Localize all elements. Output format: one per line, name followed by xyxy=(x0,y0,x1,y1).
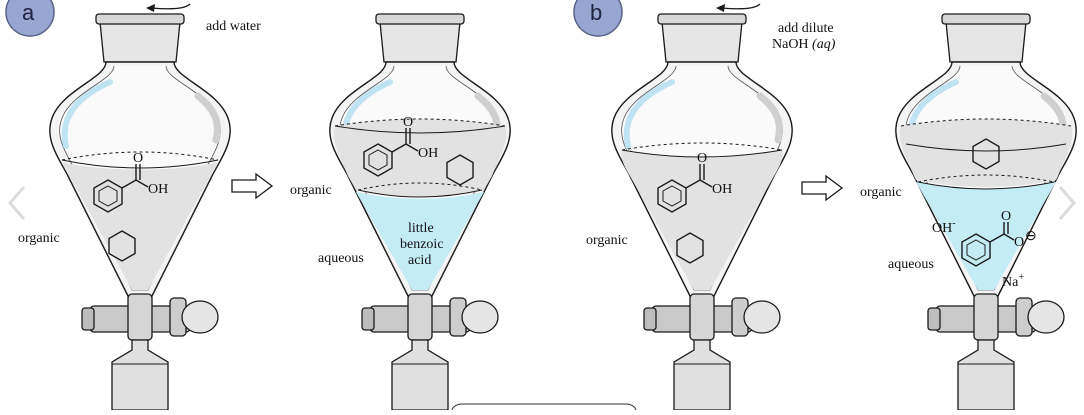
benzoic-acid-structure: O OH xyxy=(363,115,438,177)
sodium-ion: Na+ xyxy=(1002,272,1024,290)
process-arrow-a xyxy=(231,172,274,200)
organic-label-a1: organic xyxy=(18,231,60,246)
organic-layer xyxy=(621,150,783,290)
aqueous-layer xyxy=(356,192,484,290)
svg-text:O: O xyxy=(1001,209,1011,224)
aqueous-text-line3: acid xyxy=(408,253,431,268)
organic-label-b2: organic xyxy=(860,185,902,200)
benzoic-acid-structure: O OH xyxy=(93,151,168,213)
panel-a-badge-label: a xyxy=(22,0,35,25)
organic-label-a2: organic xyxy=(290,183,332,198)
organic-layer xyxy=(333,119,507,197)
funnel-a1: O OH xyxy=(50,14,230,411)
aqueous-label-a2: aqueous xyxy=(318,251,364,266)
panel-a-badge xyxy=(5,0,55,37)
panel-b: b O OH add dilute NaOH (aq) organic xyxy=(573,0,1076,411)
aqueous-text-line1: little xyxy=(408,221,434,236)
svg-text:OH: OH xyxy=(712,182,732,197)
benzoate-structure: O O ⊖ xyxy=(961,209,1037,267)
add-arrow xyxy=(151,3,191,10)
svg-text:OH: OH xyxy=(418,146,438,161)
instruction-b-line2: NaOH (aq) xyxy=(772,37,836,52)
panel-b-badge xyxy=(573,0,623,37)
benzoic-acid-structure: O OH xyxy=(657,151,732,213)
minus-charge: ⊖ xyxy=(1025,229,1037,244)
add-arrow xyxy=(721,3,761,10)
aqueous-text-line2: benzoic xyxy=(400,237,444,252)
chevron-right-icon[interactable] xyxy=(1056,185,1078,221)
organic-label-b1: organic xyxy=(586,233,628,248)
funnel-b2: O O ⊖ OH- Na+ xyxy=(896,14,1076,411)
aqueous-label-b2: aqueous xyxy=(888,257,934,272)
aqueous-layer xyxy=(916,182,1056,290)
organic-layer xyxy=(62,162,218,290)
hydroxide-ion: OH- xyxy=(932,218,956,236)
svg-text:O: O xyxy=(133,151,143,166)
svg-text:OH: OH xyxy=(148,182,168,197)
chevron-left-icon[interactable] xyxy=(6,185,28,221)
instruction-b-line1: add dilute xyxy=(778,21,834,36)
svg-text:O: O xyxy=(1014,235,1024,250)
panel-b-badge-label: b xyxy=(590,0,602,25)
funnel-b1: O OH xyxy=(612,14,792,411)
process-arrow-b xyxy=(801,174,844,202)
overlay-pill xyxy=(451,403,637,415)
funnel-a2: O OH little benzoic acid xyxy=(330,14,510,411)
svg-text:O: O xyxy=(697,151,707,166)
organic-layer xyxy=(899,119,1073,187)
svg-text:O: O xyxy=(403,115,413,130)
panel-a: a O OH add water organic xyxy=(5,0,510,411)
instruction-a: add water xyxy=(206,19,261,34)
